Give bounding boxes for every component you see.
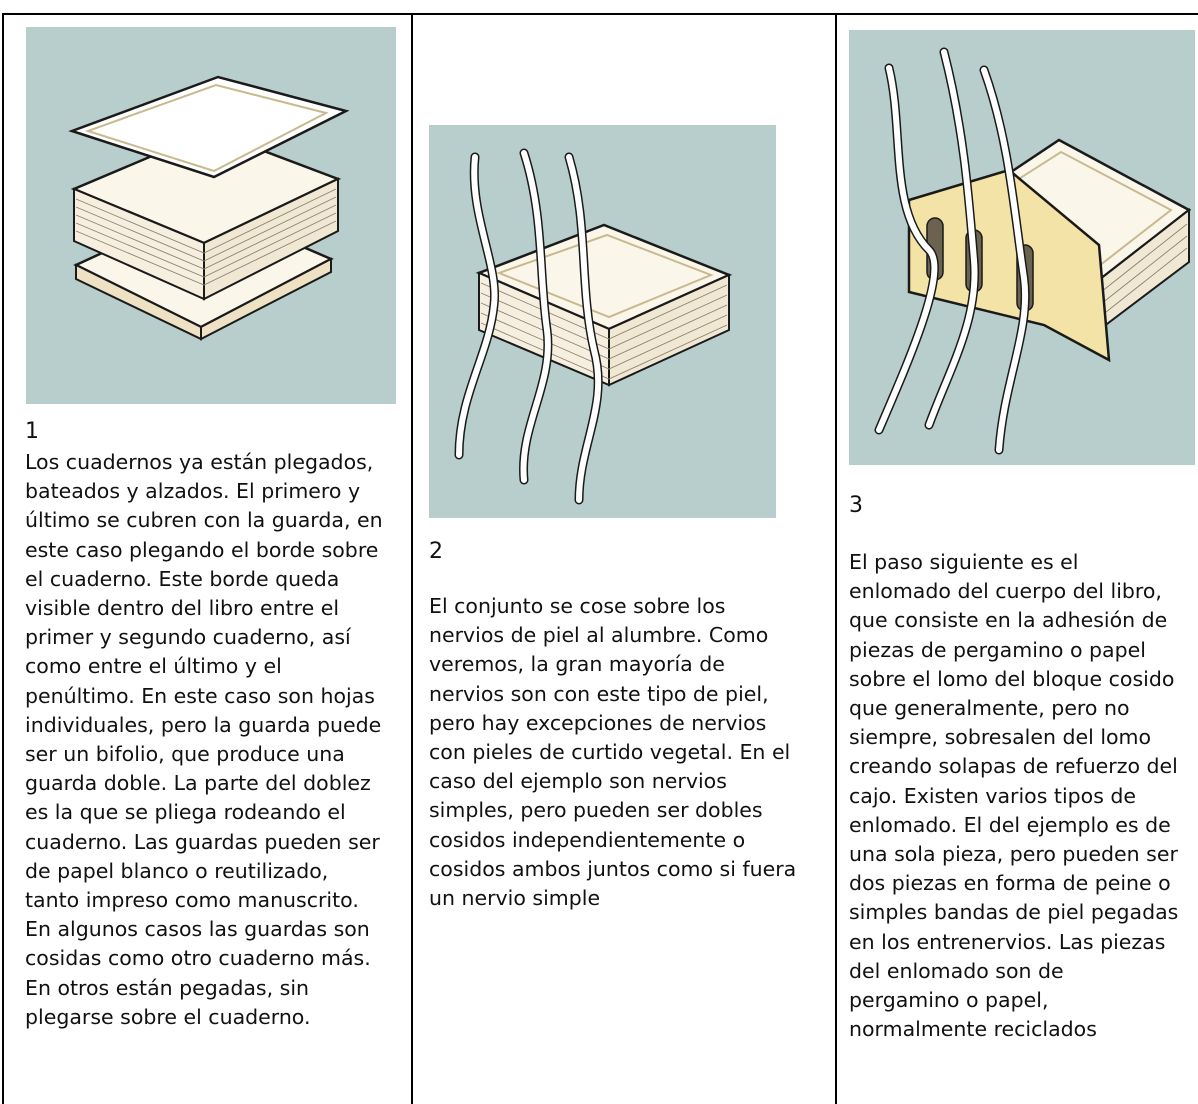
step-1-description: Los cuadernos ya están plegados, bateado… [25, 450, 383, 1029]
spine-lining-image [874, 47, 1192, 455]
sewn-book-block-image [454, 148, 733, 505]
step-column-1: 1 Los cuadernos ya están plegados, batea… [4, 15, 413, 1104]
step-3-description: El paso siguiente es el enlomado del cue… [849, 550, 1179, 1042]
step-2-description: El conjunto se cose sobre los nervios de… [429, 594, 797, 911]
steps-table: 1 Los cuadernos ya están plegados, batea… [2, 13, 1198, 1104]
stacked-quires-image [68, 75, 350, 341]
step-column-3: 3 El paso siguiente es el enlomado del c… [837, 15, 1198, 1104]
step-1-number: 1 [25, 419, 39, 444]
step-3-number: 3 [849, 493, 863, 518]
step-1-illustration [26, 27, 396, 404]
step-3-illustration [849, 30, 1195, 465]
step-2-illustration [429, 125, 776, 518]
step-2-number: 2 [429, 539, 443, 564]
step-column-2: 2 El conjunto se cose sobre los nervios … [413, 15, 837, 1104]
